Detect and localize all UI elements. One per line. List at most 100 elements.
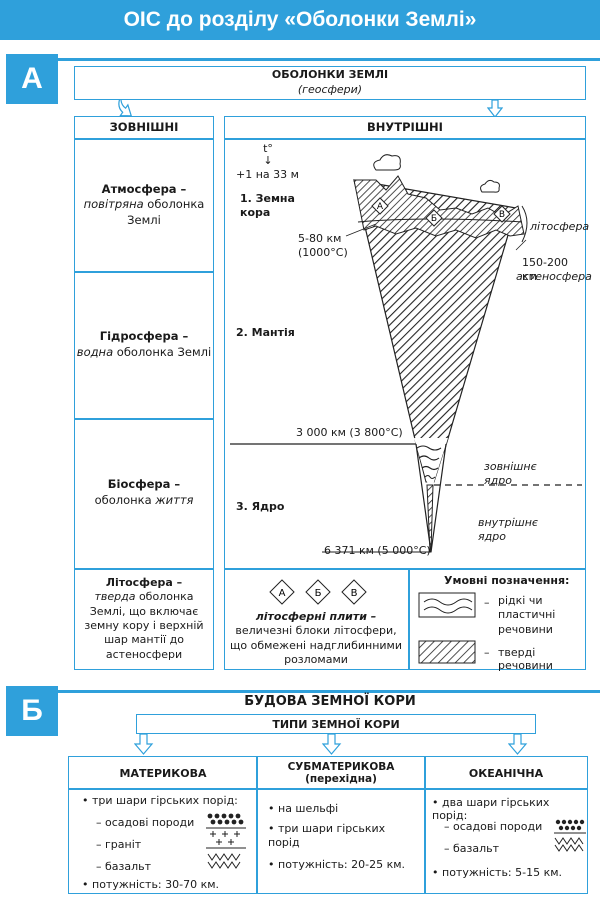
atmosphere-desc: оболонка Землі bbox=[127, 197, 205, 227]
crust-types-title: ТИПИ ЗЕМНОЇ КОРИ bbox=[136, 714, 536, 734]
oceanic-layer-sediment: – осадові породи bbox=[444, 820, 543, 833]
subcontinental-item-layers: • три шари гірських порід bbox=[268, 822, 386, 850]
biosphere-cell: Біосфера – оболонка життя bbox=[76, 420, 212, 566]
subcontinental-item-shelf: • на шельфі bbox=[268, 802, 339, 815]
inner-header: ВНУТРІШНІ bbox=[367, 120, 443, 134]
subcontinental-item-thickness: • потужність: 20-25 км. bbox=[268, 858, 406, 871]
arrow-down-icon bbox=[322, 734, 342, 755]
section-b-rule bbox=[58, 690, 600, 693]
crust-types-table bbox=[68, 756, 588, 894]
legend-liquid-label: рідкі чи пластичні речовини bbox=[498, 594, 556, 636]
divider bbox=[424, 756, 426, 894]
oceanic-layers-icon bbox=[554, 819, 586, 852]
oceanic-intro-text: два шари гірських порід: bbox=[432, 796, 550, 822]
hydrosphere-desc: оболонка Землі bbox=[116, 345, 212, 359]
biosphere-desc-italic: життя bbox=[155, 493, 194, 507]
divider bbox=[224, 568, 586, 570]
lithosphere-cell: Літосфера – тверда оболонка Землі, що вк… bbox=[76, 570, 212, 668]
oceanic-thickness-text: потужність: 5-15 км. bbox=[442, 866, 563, 879]
plate-marker-b: Б bbox=[315, 588, 322, 599]
hydrosphere-name: Гідросфера – bbox=[99, 329, 189, 344]
geospheres-title: ОБОЛОНКИ ЗЕМЛІ bbox=[271, 68, 389, 82]
plate-mark-a: А bbox=[377, 202, 384, 212]
inner-core-label: внутрішнє ядро bbox=[478, 516, 538, 544]
legend-solid-label: тверді речовини bbox=[498, 646, 553, 672]
crust-depth: 5-80 км bbox=[298, 232, 342, 245]
core-depth: 6 371 км (5 000°C) bbox=[324, 544, 431, 557]
page-title-text: ОІС до розділу «Оболонки Землі» bbox=[123, 8, 477, 31]
lithosphere-name: Літосфера – bbox=[105, 576, 183, 590]
outer-core-waves bbox=[416, 445, 442, 480]
plates-desc: величезні блоки літосфери, що обмежені н… bbox=[230, 624, 402, 666]
continental-layer-basalt: – базальт bbox=[96, 860, 152, 873]
divider bbox=[256, 756, 258, 894]
plates-definition: літосферні плити – величезні блоки літос… bbox=[228, 610, 404, 667]
oceanic-header: ОКЕАНІЧНА bbox=[468, 766, 544, 780]
biosphere-desc: оболонка bbox=[94, 493, 152, 507]
divider bbox=[74, 138, 214, 140]
section-b-letter-text: Б bbox=[21, 694, 43, 727]
temperature-symbol: t° bbox=[263, 142, 273, 155]
continental-header: МАТЕРИКОВА bbox=[119, 766, 207, 780]
divider bbox=[74, 271, 214, 273]
outer-header: ЗОВНІШНІ bbox=[109, 120, 179, 134]
continental-thickness-text: потужність: 30-70 км. bbox=[92, 878, 220, 891]
legend-dash: – bbox=[484, 596, 490, 609]
subcontinental-item-layers-text: три шари гірських порід bbox=[268, 822, 386, 850]
oceanic-layers-intro: • два шари гірських порід: bbox=[432, 796, 550, 822]
plate-marker-a: А bbox=[279, 588, 286, 599]
legend-title: Умовні позначення: bbox=[444, 574, 570, 587]
mantle-label: 2. Мантія bbox=[236, 326, 295, 339]
subcontinental-name: СУБМАТЕРИКОВА bbox=[287, 760, 395, 773]
divider bbox=[74, 568, 214, 570]
continental-thickness: • потужність: 30-70 км. bbox=[82, 878, 220, 891]
asthenosphere-label: астеносфера bbox=[516, 270, 592, 283]
crust-label: 1. Земна кора bbox=[240, 192, 295, 220]
continental-layers-intro: • три шари гірських порід: bbox=[82, 794, 238, 807]
arrow-down-icon: ↓ bbox=[263, 154, 273, 167]
legend-liquid-swatch bbox=[418, 592, 476, 618]
divider bbox=[408, 568, 410, 670]
subcontinental-header: СУБМАТЕРИКОВА (перехідна) bbox=[258, 758, 424, 788]
crust-temperature: (1000°C) bbox=[298, 246, 348, 259]
atmosphere-desc-italic: повітряна bbox=[83, 197, 144, 212]
plate-marker-c: В bbox=[351, 588, 358, 599]
page-title: ОІС до розділу «Оболонки Землі» bbox=[0, 0, 600, 40]
divider bbox=[74, 418, 214, 420]
plate-markers: А Б В bbox=[269, 579, 367, 605]
divider bbox=[68, 788, 588, 790]
atmosphere-cell: Атмосфера – повітряна оболонка Землі bbox=[76, 140, 212, 270]
earth-structure-diagram: А Б В bbox=[230, 154, 582, 553]
mantle-depth: 3 000 км (3 800°C) bbox=[296, 426, 403, 439]
geospheres-title-box: ОБОЛОНКИ ЗЕМЛІ (геосфери) bbox=[74, 66, 586, 100]
biosphere-name: Біосфера – bbox=[107, 477, 181, 492]
section-b-title: БУДОВА ЗЕМНОЇ КОРИ bbox=[244, 694, 416, 709]
arrow-down-icon bbox=[508, 734, 528, 755]
hydrosphere-cell: Гідросфера – водна оболонка Землі bbox=[76, 273, 212, 417]
section-a-letter: А bbox=[6, 54, 58, 104]
plates-title: літосферні плити – bbox=[255, 610, 377, 623]
arrow-down-icon bbox=[487, 100, 503, 118]
section-a-letter-text: А bbox=[21, 62, 43, 95]
oceanic-layer-basalt: – базальт bbox=[444, 842, 500, 855]
hydrosphere-desc-italic: водна bbox=[76, 345, 114, 359]
continental-layers-icon bbox=[206, 813, 246, 869]
continental-layer-granite: – граніт bbox=[96, 838, 142, 851]
atmosphere-name: Атмосфера – bbox=[101, 181, 187, 196]
mantle-shape bbox=[353, 179, 517, 453]
arrow-down-icon bbox=[118, 100, 133, 117]
plate-mark-c: В bbox=[499, 210, 505, 220]
subcontinental-item-thickness-text: потужність: 20-25 км. bbox=[278, 858, 406, 871]
oceanic-thickness: • потужність: 5-15 км. bbox=[432, 866, 563, 879]
lithosphere-desc: оболонка Землі, що включає земну кору і … bbox=[84, 590, 204, 661]
legend-dash: – bbox=[484, 646, 490, 659]
crust-band bbox=[353, 175, 525, 239]
continental-intro-text: три шари гірських порід: bbox=[92, 794, 238, 807]
core-label: 3. Ядро bbox=[236, 500, 285, 513]
section-b-letter: Б bbox=[6, 686, 58, 736]
arrow-down-icon bbox=[134, 734, 154, 755]
divider bbox=[224, 138, 586, 140]
asthenosphere-depth: 150-200 км bbox=[522, 256, 568, 284]
subcontinental-item-shelf-text: на шельфі bbox=[278, 802, 339, 815]
temperature-rule: +1 на 33 м bbox=[236, 168, 299, 181]
